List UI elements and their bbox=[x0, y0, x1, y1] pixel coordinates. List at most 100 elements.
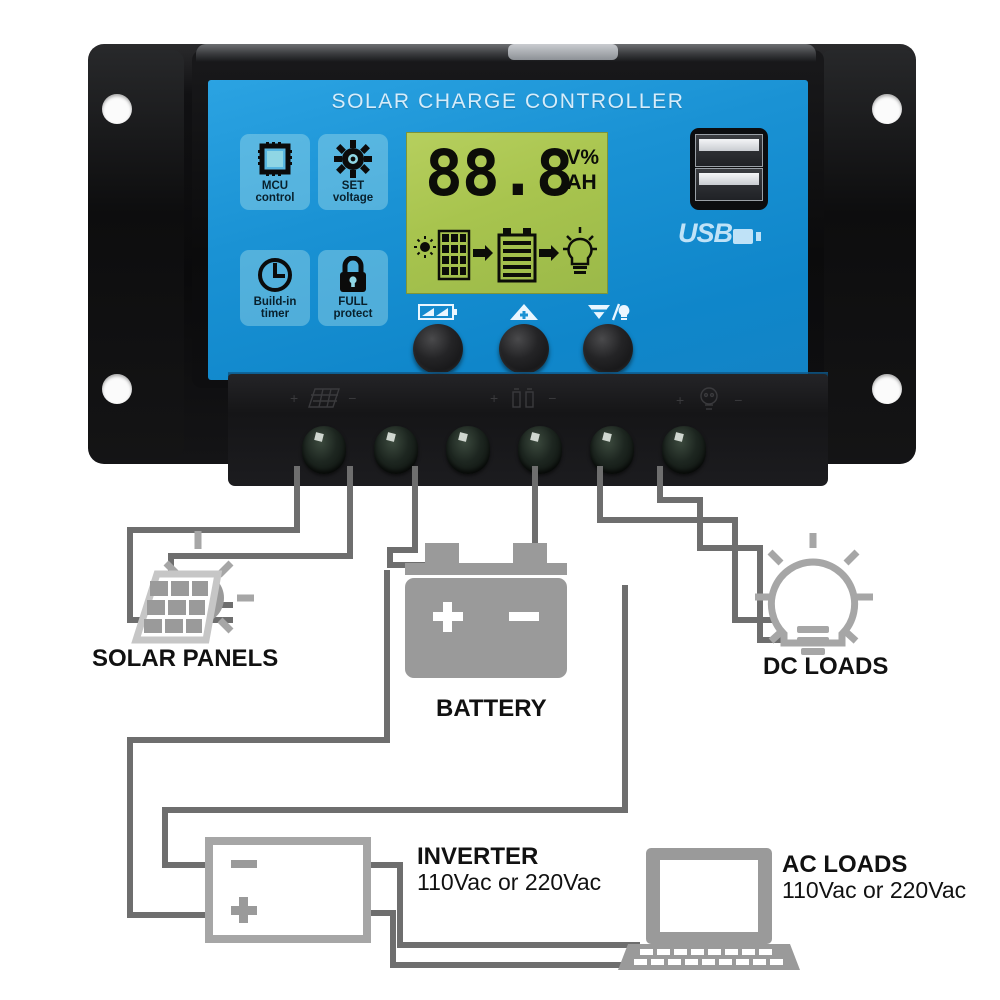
terminal-screw-load-negative[interactable] bbox=[662, 426, 706, 474]
ac-loads-sublabel: 110Vac or 220Vac bbox=[782, 877, 966, 903]
mounting-hole-bottom-left bbox=[102, 374, 132, 404]
inverter-sublabel: 110Vac or 220Vac bbox=[417, 869, 601, 895]
down-light-knob[interactable] bbox=[583, 324, 633, 374]
wire-load-negative bbox=[657, 466, 808, 643]
solar-panel-icon bbox=[437, 229, 471, 281]
battery-icon bbox=[512, 388, 534, 408]
ac-loads-label: AC LOADS bbox=[782, 851, 907, 878]
badge-line2: control bbox=[255, 192, 295, 204]
solar-panels-label: SOLAR PANELS bbox=[92, 645, 278, 672]
mounting-hole-bottom-right bbox=[872, 374, 902, 404]
terminal-screw-battery-negative[interactable] bbox=[518, 426, 562, 474]
terminal-screw-solar-positive[interactable] bbox=[302, 426, 346, 474]
lcd-value: 88.8 bbox=[425, 137, 574, 210]
usb-plug-icon bbox=[733, 229, 762, 244]
lcd-display: 88.8 V% AH bbox=[406, 132, 608, 294]
device-faceplate: SOLAR CHARGE CONTROLLER M bbox=[208, 80, 808, 380]
terminal-mark-plus: + bbox=[676, 392, 685, 408]
inverter-minus-mark bbox=[231, 860, 257, 868]
up-increase-knob[interactable] bbox=[499, 324, 549, 374]
solar-panel-icon bbox=[308, 388, 341, 408]
terminal-screw-solar-negative[interactable] bbox=[374, 426, 418, 474]
lcd-flow-diagram bbox=[413, 225, 601, 287]
menu-select-knob[interactable] bbox=[413, 324, 463, 374]
battery-menu-icon bbox=[408, 302, 468, 322]
badge-line1: MCU bbox=[261, 180, 289, 192]
lcd-digit-area: 88.8 V% AH bbox=[415, 137, 605, 223]
battery-body bbox=[405, 578, 567, 678]
terminal-housing: + − + bbox=[228, 374, 828, 486]
bulb-base bbox=[797, 626, 829, 655]
mcu-chip-icon bbox=[256, 138, 294, 180]
triangle-down-bulb-icon bbox=[578, 302, 638, 322]
badge-line2: protect bbox=[333, 308, 373, 320]
triangle-up-plus-icon bbox=[494, 302, 554, 322]
mounting-hole-top-right bbox=[872, 94, 902, 124]
lock-icon bbox=[334, 254, 372, 296]
button-group bbox=[408, 302, 638, 376]
usb-label: USB bbox=[678, 218, 788, 249]
terminal-screw-battery-positive[interactable] bbox=[446, 426, 490, 474]
light-bulb-icon bbox=[700, 387, 718, 410]
usb-dual-port[interactable] bbox=[690, 128, 768, 210]
terminal-mark-load: + − bbox=[676, 386, 742, 414]
battery-label: BATTERY bbox=[436, 695, 547, 722]
device-top-strip bbox=[196, 44, 816, 62]
dc-loads-label: DC LOADS bbox=[763, 653, 888, 680]
terminal-mark-plus: + bbox=[490, 390, 499, 406]
keyboard-keys bbox=[634, 949, 783, 965]
badge-line1: SET bbox=[341, 180, 365, 192]
sun-icon bbox=[414, 236, 436, 258]
menu-select-button[interactable] bbox=[408, 302, 468, 376]
arrow-right-icon bbox=[473, 245, 493, 261]
wire-inverter-to-ac-live bbox=[367, 862, 640, 948]
up-increase-button[interactable] bbox=[494, 302, 554, 376]
terminal-screws bbox=[228, 426, 828, 478]
terminal-mark-minus: − bbox=[548, 390, 557, 406]
terminal-mark-minus: − bbox=[734, 392, 743, 408]
gear-icon bbox=[334, 138, 372, 180]
lcd-units: V% AH bbox=[566, 145, 599, 195]
lcd-unit-top: V% bbox=[566, 146, 599, 169]
battery-icon bbox=[497, 228, 537, 283]
badge-line2: timer bbox=[260, 308, 290, 320]
terminal-mark-battery: + − bbox=[490, 386, 556, 410]
inverter-box-icon bbox=[205, 837, 371, 943]
wire-group bbox=[127, 466, 808, 968]
battery-top-lid bbox=[405, 563, 567, 575]
battery-icon bbox=[405, 543, 567, 678]
battery-polarity-marks bbox=[433, 602, 539, 632]
light-bulb-icon bbox=[563, 227, 597, 274]
laptop-keyboard bbox=[618, 944, 800, 970]
wire-inverter-to-ac-neutral bbox=[367, 910, 640, 968]
wire-battery-to-inverter-negative bbox=[162, 585, 628, 868]
usb-port-slot-2[interactable] bbox=[695, 168, 763, 201]
terminal-mark-plus: + bbox=[290, 390, 299, 406]
down-light-button[interactable] bbox=[578, 302, 638, 376]
lcd-unit-bottom: AH bbox=[566, 171, 597, 194]
inverter-label: INVERTER bbox=[417, 843, 538, 870]
wire-battery-to-inverter-positive bbox=[127, 570, 390, 918]
badge-line2: voltage bbox=[332, 192, 374, 204]
badge-line1: Build-in bbox=[253, 296, 297, 308]
bulb-rays bbox=[755, 533, 873, 644]
laptop-icon bbox=[618, 848, 800, 970]
mounting-hole-top-left bbox=[102, 94, 132, 124]
device-top-highlight bbox=[508, 44, 618, 60]
badge-line1: FULL bbox=[338, 296, 368, 308]
panel-cells bbox=[144, 581, 208, 633]
terminal-marks: + − + bbox=[228, 386, 828, 416]
terminal-mark-solar: + − bbox=[290, 386, 356, 410]
light-bulb-icon bbox=[755, 533, 873, 655]
usb-port-slot-1[interactable] bbox=[695, 134, 763, 167]
usb-label-text: USB bbox=[678, 218, 733, 248]
terminal-mark-minus: − bbox=[348, 390, 357, 406]
clock-icon bbox=[256, 254, 294, 296]
solar-panel-icon bbox=[131, 531, 254, 644]
